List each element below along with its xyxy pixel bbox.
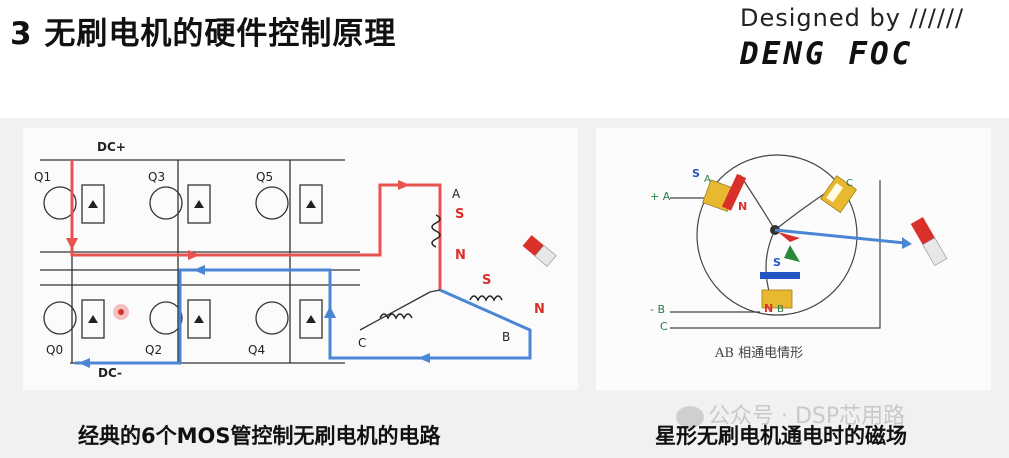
label-terminal-b: - B <box>650 303 666 316</box>
left-magnet-icon <box>522 235 557 267</box>
label-pole-n2: N <box>534 302 545 317</box>
label-coil-c: C <box>846 178 853 189</box>
brand-line1: Designed by ////// <box>740 4 965 32</box>
label-q4: Q4 <box>248 343 266 357</box>
label-dc-minus: DC- <box>98 366 123 380</box>
watermark-text: 公众号 · DSP芯用路 <box>708 404 906 429</box>
label-coil-b: B <box>777 304 784 315</box>
label-q3: Q3 <box>148 170 166 184</box>
label-phase-c: C <box>358 336 367 350</box>
label-q5: Q5 <box>256 170 274 184</box>
caption-left: 经典的6个MOS管控制无刷电机的电路 <box>78 424 441 448</box>
label-terminal-a: + A <box>650 190 671 203</box>
label-rotor-s: S <box>773 256 781 269</box>
label-dc-plus: DC+ <box>97 140 126 154</box>
page-title: 3 无刷电机的硬件控制原理 <box>10 16 397 52</box>
label-q1: Q1 <box>34 170 52 184</box>
label-rotor-n: N <box>764 302 774 315</box>
label-pole-s1: S <box>455 207 465 222</box>
label-stator-s: S <box>692 167 700 180</box>
label-terminal-c: C <box>660 320 668 333</box>
wechat-icon <box>676 406 704 428</box>
label-phase-b: B <box>502 330 511 344</box>
blue-current-path <box>75 268 532 365</box>
right-magnet-icon <box>910 216 948 267</box>
left-panel <box>23 128 578 390</box>
brand-line2: DENG FOC <box>740 36 914 72</box>
label-pole-s2: S <box>482 273 492 288</box>
diagram-subcaption: AB 相通电情形 <box>715 346 804 361</box>
coil-b <box>761 289 793 309</box>
label-q0: Q0 <box>46 343 64 357</box>
coil-c <box>820 175 857 214</box>
label-q2: Q2 <box>145 343 163 357</box>
label-phase-a: A <box>452 187 461 201</box>
caption-right: 星形无刷电机通电时的磁场 <box>655 424 907 448</box>
label-coil-a: A <box>704 174 711 185</box>
left-circuit <box>40 159 360 364</box>
watermark: 公众号 · DSP芯用路 <box>676 398 905 430</box>
label-stator-n: N <box>738 200 748 213</box>
label-pole-n1: N <box>455 248 466 263</box>
